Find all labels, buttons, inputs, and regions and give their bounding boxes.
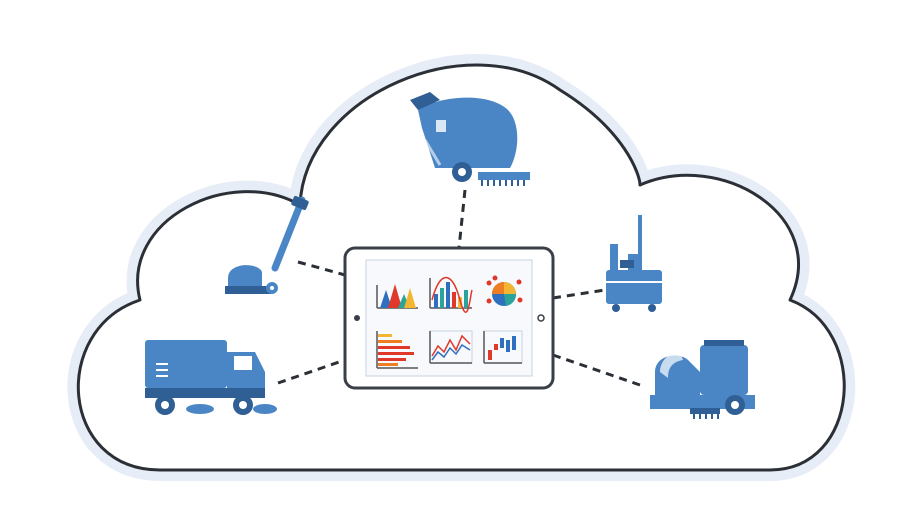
connector-cart <box>552 288 606 300</box>
tablet-dashboard-icon <box>343 246 555 390</box>
upright-vacuum-icon <box>225 195 309 294</box>
street-sweeper-icon <box>145 340 277 415</box>
mini-chart-hbars <box>376 331 418 369</box>
floor-scrubber-icon <box>410 92 530 186</box>
connector-top <box>457 189 467 249</box>
mini-chart-grid-bars <box>483 330 523 364</box>
connectors <box>277 189 641 387</box>
connector-sweeper <box>277 358 346 385</box>
ride-on-scrubber-icon <box>650 340 755 419</box>
mini-chart-peaks <box>376 284 418 309</box>
janitor-cart-icon <box>606 215 662 312</box>
mini-chart-pie <box>486 275 523 306</box>
connector-ride-on <box>552 353 641 387</box>
mini-chart-lines <box>429 330 473 364</box>
mini-chart-bars-curve <box>429 277 473 313</box>
